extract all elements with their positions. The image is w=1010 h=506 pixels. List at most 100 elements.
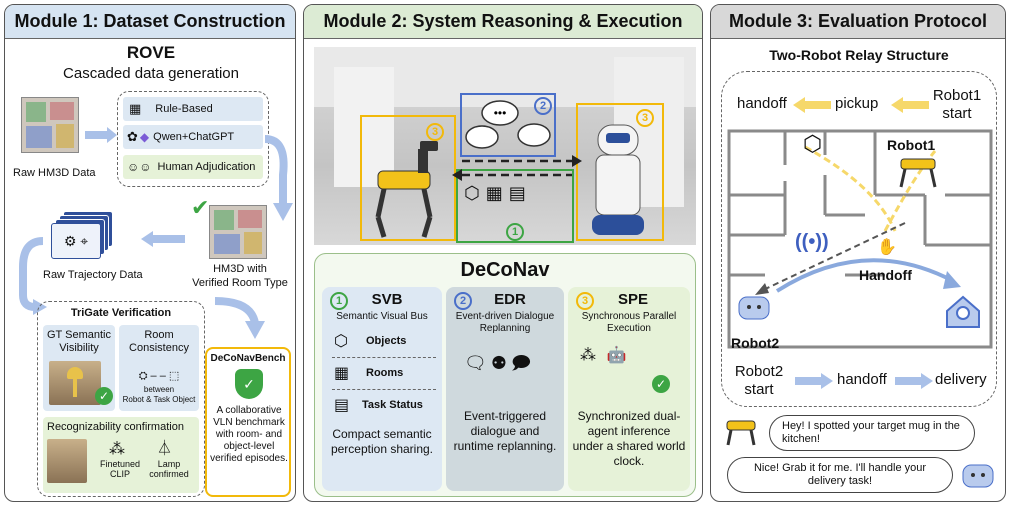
svb-box [456, 169, 574, 243]
building-icon: ▦ [129, 101, 142, 116]
delivery-label: delivery [935, 371, 987, 388]
svb-desc: Compact semantic perception sharing. [330, 427, 434, 456]
arrow-yellow-left-2 [891, 97, 929, 113]
handoff-top: handoff [737, 95, 787, 112]
arrow-to-bench [214, 297, 265, 339]
relay-title: Two-Robot Relay Structure [769, 47, 949, 63]
relay-box [721, 71, 997, 407]
svb-item-rooms: Rooms [366, 367, 404, 379]
bench-desc: A collaborative VLN benchmark with room-… [210, 405, 288, 464]
trajectory-stack: ⚙ ⌖ [49, 211, 133, 271]
edr-badge: 2 [454, 292, 472, 310]
arrow-right-1 [85, 127, 117, 143]
dashed-exchange-arrows [452, 155, 582, 181]
robot1-start-1: Robot1 [932, 87, 982, 104]
handoff-mid: Handoff [859, 267, 912, 283]
qwen-icon: ◆ [139, 130, 150, 144]
lamp-icon: ⏃ [157, 440, 173, 457]
chat-text-2: Nice! Grab it for me. I'll handle your d… [753, 462, 927, 487]
rule-label-1: Rule-Based [155, 103, 213, 115]
wifi-signal-icon: ((•)) [795, 231, 829, 253]
rule-label-2: Qwen+ChatGPT [153, 131, 235, 143]
spe-box-left [360, 115, 456, 241]
floorplan-map [727, 129, 993, 349]
svb-name: SVB [371, 291, 403, 308]
finetuned-label: Finetuned CLIP [99, 459, 141, 479]
task-status-icon: ▤ [334, 397, 350, 414]
room-between: between [143, 385, 175, 394]
rule-row-1: ▦ Rule-Based [123, 97, 263, 121]
rove-title: ROVE [126, 43, 176, 62]
svb-item-task: Task Status [362, 399, 423, 411]
check-icon: ✔ [191, 195, 210, 220]
arrow-blue-right-1 [795, 373, 833, 389]
arrow-left-1 [141, 231, 185, 247]
gt-visibility-card: GT Semantic Visibility ✓ [43, 325, 115, 411]
spe-check-icon: ✓ [652, 375, 670, 393]
module3-panel: Module 3: Evaluation Protocol Two-Robot … [710, 4, 1006, 502]
svb-scene-icons: ⬡▦▤ [464, 183, 532, 203]
verified-floorplan-image [209, 205, 267, 259]
package-icon: ⬡ [803, 131, 823, 156]
check-circle-icon: ✓ [95, 387, 113, 405]
raw-floorplan-image [21, 97, 79, 153]
module2-panel: Module 2: System Reasoning & Execution 3… [303, 4, 703, 502]
room-title: Room Consistency [129, 329, 189, 354]
trigate-box [37, 301, 205, 497]
module1-title: Module 1: Dataset Construction [5, 5, 295, 39]
spe-badge: 3 [576, 292, 594, 310]
edr-box [460, 93, 556, 157]
neural-net-icon: ⁂ [109, 441, 125, 458]
lamp-photo-2 [47, 439, 87, 483]
people-icon: ☺☺ [127, 160, 152, 174]
pickup-label: pickup [835, 95, 879, 112]
arrow-blue-right-2 [895, 373, 933, 389]
robots-chat-icon: 🗨⚉🗩 [464, 353, 535, 373]
scene-render [314, 47, 696, 245]
room-between2: Robot & Task Object [122, 395, 196, 404]
robot-dog-image [375, 141, 438, 238]
spe-card [568, 287, 690, 491]
chat-text-1: Hey! I spotted your target mug in the ki… [782, 420, 960, 445]
objects-icon: ⬡ [334, 333, 348, 350]
robot2-start-2: start [744, 381, 774, 398]
bench-title: DeCoNavBench [210, 353, 286, 364]
robot2-map-label: Robot2 [731, 335, 780, 351]
handoff-bottom: handoff [837, 371, 887, 388]
lamp-confirmed-label: Lamp confirmed [149, 459, 189, 479]
deconavbench-card: DeCoNavBench ✓ A collaborative VLN bench… [205, 347, 291, 497]
spe-desc: Synchronized dual-agent inference under … [572, 409, 686, 468]
deconav-title: DeCoNav [460, 259, 550, 281]
badge-3-left: 3 [426, 123, 444, 141]
module2-title: Module 2: System Reasoning & Execution [304, 5, 702, 39]
gear-route-icon: ⚙ ⌖ [51, 223, 101, 259]
rule-row-2: ✿ ◆ Qwen+ChatGPT [123, 125, 263, 149]
badge-3-right: 3 [636, 109, 654, 127]
chat-bubble-2: Nice! Grab it for me. I'll handle your d… [727, 457, 953, 493]
edr-full: Event-driven Dialogue Replanning [455, 311, 555, 334]
module3-title: Module 3: Evaluation Protocol [711, 5, 1005, 39]
rule-row-3: ☺☺ Human Adjudication [123, 155, 263, 179]
svb-item-objects: Objects [366, 335, 407, 347]
rule-label-3: Human Adjudication [157, 161, 256, 173]
shield-check-icon: ✓ [235, 369, 263, 399]
recognizability-card: Recognizability confirmation ⁂ Finetuned… [43, 417, 199, 493]
spe-full: Synchronous Parallel Execution [581, 311, 677, 334]
robot1-map-label: Robot1 [887, 137, 936, 153]
raw-traj-label: Raw Trajectory Data [43, 269, 143, 281]
arrow-curve-down [264, 135, 293, 221]
chat-dog-icon [726, 420, 756, 446]
robot-dash-box-icon: ⛭ – – ⬚ [138, 370, 180, 382]
service-robot-image [592, 124, 644, 235]
gt-title: GT Semantic Visibility [47, 329, 111, 354]
raw-hm3d-label: Raw HM3D Data [13, 167, 96, 179]
chat-bubble-1: Hey! I spotted your target mug in the ki… [769, 415, 975, 451]
edr-desc: Event-triggered dialogue and runtime rep… [453, 409, 557, 453]
svb-full: Semantic Visual Bus [336, 311, 428, 322]
verified-label-2: Verified Room Type [192, 277, 288, 289]
network-robots-icon: ⁂ 🤖 [580, 347, 630, 364]
badge-2: 2 [534, 97, 552, 115]
spe-name: SPE [617, 291, 648, 308]
arrow-yellow-left-1 [793, 97, 831, 113]
trigate-title: TriGate Verification [70, 307, 172, 319]
